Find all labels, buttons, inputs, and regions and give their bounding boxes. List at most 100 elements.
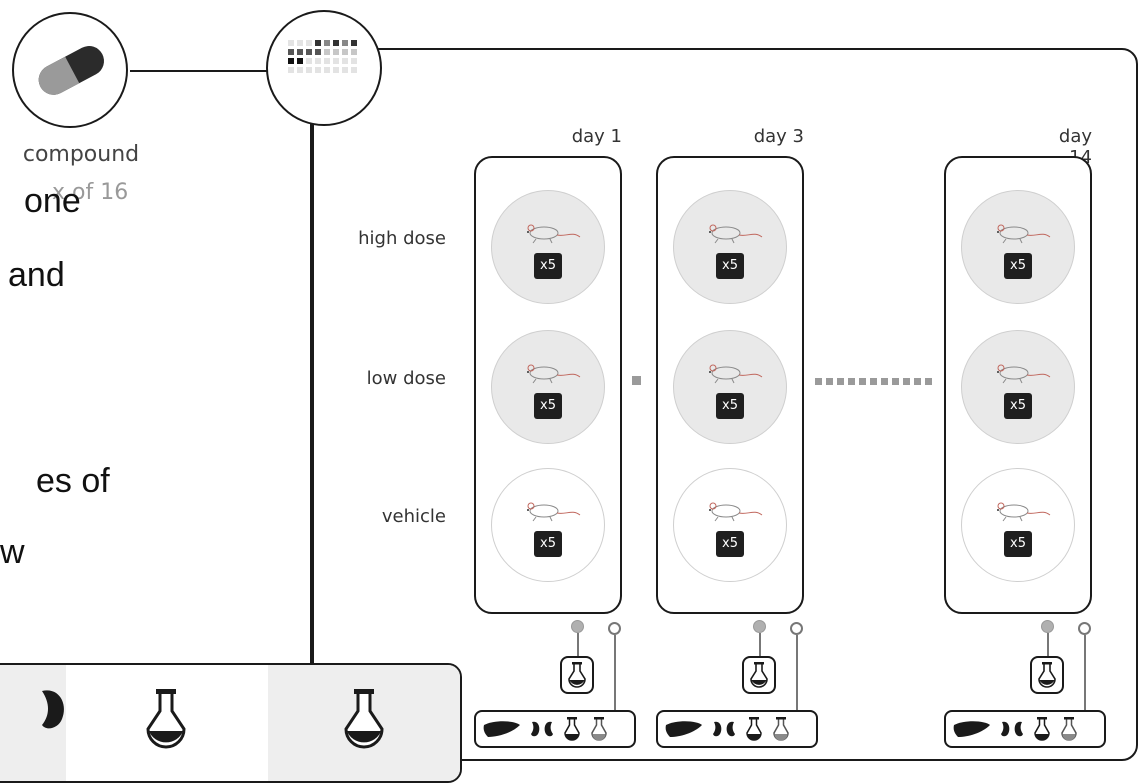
cohort-vehicle[interactable]: x5 (673, 468, 787, 582)
day-label-day-3: day 3 (744, 126, 804, 147)
cohort-vehicle[interactable]: x5 (961, 468, 1075, 582)
plate-well (342, 49, 348, 55)
plate-node[interactable] (266, 10, 382, 126)
well-plate-icon (268, 12, 380, 124)
legend-kidney-icon (40, 685, 70, 735)
plate-well (324, 58, 330, 64)
sample-point-hollow (1078, 622, 1091, 635)
sample-point-filled (571, 620, 584, 633)
kidneys-icon (529, 719, 555, 739)
compound-label: compound (6, 142, 156, 167)
body-text-line-4: w (0, 533, 25, 572)
sample-line (796, 635, 798, 710)
mouse-icon (696, 495, 766, 525)
kidneys-icon (711, 719, 737, 739)
flask-icon (744, 716, 764, 742)
pill-icon (14, 14, 126, 126)
cohort-low-dose[interactable]: x5 (491, 330, 605, 444)
node-connector (130, 70, 268, 72)
plate-well (333, 67, 339, 73)
cohort-low-dose[interactable]: x5 (961, 330, 1075, 444)
flask-icon (748, 661, 770, 689)
cohort-high-dose[interactable]: x5 (491, 190, 605, 304)
plate-well (288, 67, 294, 73)
cohort-low-dose[interactable]: x5 (673, 330, 787, 444)
plate-well (297, 67, 303, 73)
mouse-icon (984, 357, 1054, 387)
plate-well (342, 58, 348, 64)
blood-sample-box (1030, 656, 1064, 694)
plate-well (324, 40, 330, 46)
cohort-size-badge: x5 (534, 253, 562, 279)
plate-well (333, 49, 339, 55)
day-separator-dots (815, 378, 933, 385)
sample-line (1047, 633, 1049, 657)
plate-well (351, 58, 357, 64)
tissue-sample-bar (656, 710, 818, 748)
liver-icon (664, 719, 704, 739)
blood-sample-box (560, 656, 594, 694)
sample-point-filled (1041, 620, 1054, 633)
legend-flask-icon-urine (340, 687, 388, 751)
mouse-icon (514, 357, 584, 387)
sample-point-hollow (790, 622, 803, 635)
plate-well (288, 49, 294, 55)
plate-well (333, 58, 339, 64)
flask-icon (1036, 661, 1058, 689)
body-text-line-1: one (24, 182, 81, 221)
mouse-icon (696, 357, 766, 387)
plate-well (342, 40, 348, 46)
flask-icon (566, 661, 588, 689)
sample-point-filled (753, 620, 766, 633)
body-text-line-2: and (8, 256, 65, 295)
cohort-vehicle[interactable]: x5 (491, 468, 605, 582)
cohort-size-badge: x5 (716, 393, 744, 419)
plate-well (324, 49, 330, 55)
sample-point-hollow (608, 622, 621, 635)
tissue-sample-bar (944, 710, 1106, 748)
plate-well (297, 40, 303, 46)
group-label-low-dose: low dose (296, 368, 446, 389)
cohort-size-badge: x5 (1004, 393, 1032, 419)
tissue-sample-bar (474, 710, 636, 748)
flask-icon (1059, 716, 1079, 742)
mouse-icon (984, 217, 1054, 247)
cohort-high-dose[interactable]: x5 (961, 190, 1075, 304)
cohort-size-badge: x5 (716, 253, 744, 279)
cohort-high-dose[interactable]: x5 (673, 190, 787, 304)
plate-well (315, 49, 321, 55)
liver-icon (482, 719, 522, 739)
plate-well (306, 40, 312, 46)
plate-well (306, 49, 312, 55)
plate-well (315, 58, 321, 64)
sample-line (577, 633, 579, 657)
sample-legend-panel (0, 663, 462, 783)
mouse-icon (514, 495, 584, 525)
compound-node[interactable] (12, 12, 128, 128)
blood-sample-box (742, 656, 776, 694)
plate-well (288, 40, 294, 46)
plate-well (324, 67, 330, 73)
plate-well (351, 67, 357, 73)
plate-well (315, 67, 321, 73)
plate-well (351, 40, 357, 46)
mouse-icon (696, 217, 766, 247)
plate-well (297, 58, 303, 64)
flask-icon (562, 716, 582, 742)
plate-well (351, 49, 357, 55)
day-separator-dot (632, 376, 641, 385)
mouse-icon (984, 495, 1054, 525)
plate-well (342, 67, 348, 73)
plate-well (297, 49, 303, 55)
flask-icon (771, 716, 791, 742)
kidneys-icon (999, 719, 1025, 739)
cohort-size-badge: x5 (534, 393, 562, 419)
mouse-icon (514, 217, 584, 247)
cohort-size-badge: x5 (1004, 253, 1032, 279)
cohort-size-badge: x5 (1004, 531, 1032, 557)
plate-well (306, 67, 312, 73)
sample-line (759, 633, 761, 657)
flask-icon (1032, 716, 1052, 742)
sample-line (1084, 635, 1086, 710)
day-label-day-1: day 1 (562, 126, 622, 147)
